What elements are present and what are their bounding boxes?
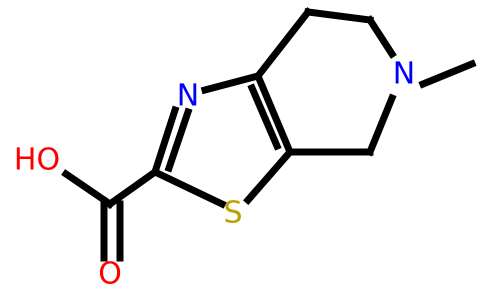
bond-c7a-c3a-double-inner	[247, 83, 282, 151]
bond-c7a-c3a-double-outer	[253, 71, 295, 157]
hydroxyl-label: HO	[14, 143, 60, 178]
bond-c3a-n	[200, 71, 263, 95]
bond-c4-c5	[304, 8, 374, 24]
bond-n-c2-double-inner	[164, 107, 193, 173]
nitrogen-ring-label: N	[393, 57, 415, 92]
atom-label-layer: N S N HO O	[14, 57, 415, 292]
bond-c5-n	[365, 15, 397, 59]
carbonyl-oxygen-label: O	[98, 257, 122, 292]
bond-c2-carboxyl	[105, 167, 160, 209]
bond-n-c2-double-outer	[150, 105, 180, 177]
nitrogen-thiazole-label: N	[177, 79, 199, 114]
sulfur-label: S	[223, 196, 242, 231]
bond-c3a-c4	[253, 7, 313, 81]
bond-s-c7a	[243, 147, 295, 205]
bond-c2-s	[150, 167, 227, 209]
bond-n-methyl	[418, 59, 477, 89]
bond-carboxyl-oh	[61, 169, 115, 209]
bond-n-c7	[365, 93, 397, 157]
bond-layer	[61, 7, 477, 262]
